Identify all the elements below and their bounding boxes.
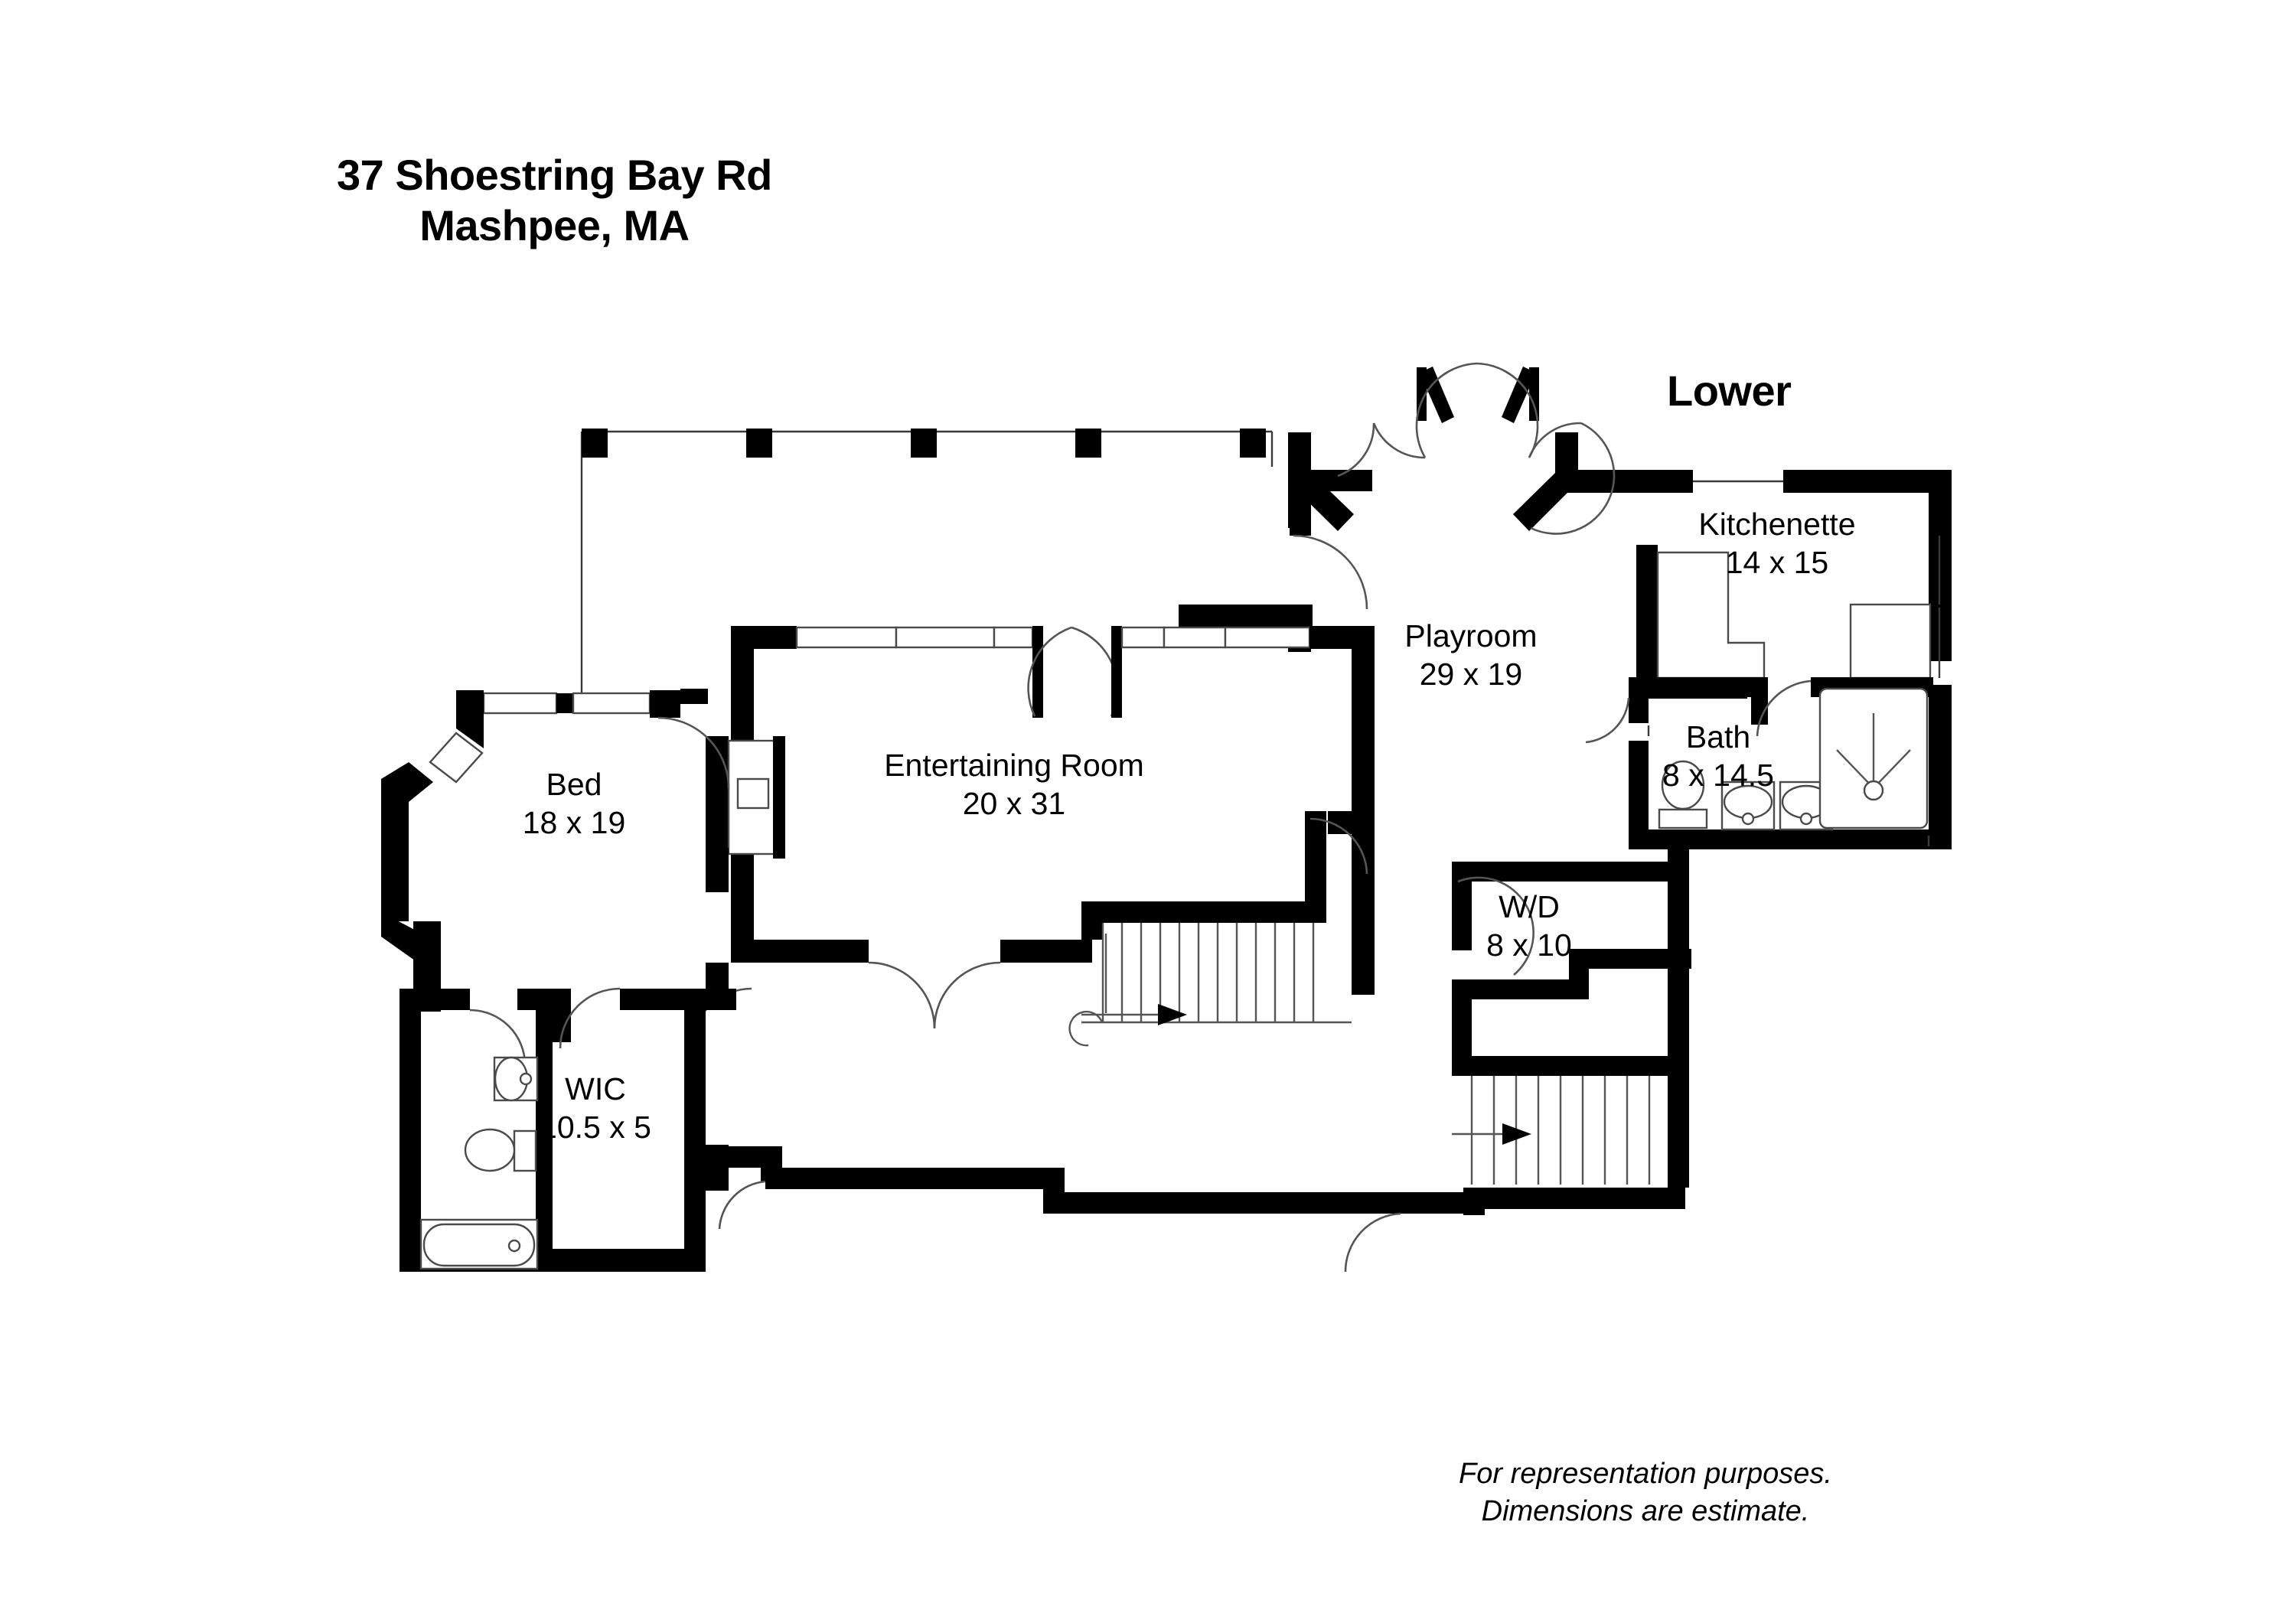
room-label-wic: WIC 10.5 x 5: [540, 1070, 651, 1146]
address-line-2: Mashpee, MA: [419, 201, 690, 250]
corridor-bottom-walls: [706, 1145, 1685, 1273]
entertaining-fireplace-icon: [706, 736, 785, 892]
room-dims-wd: 8 x 10: [1486, 927, 1572, 963]
room-dims-wic: 10.5 x 5: [540, 1110, 651, 1146]
room-dims-kitchenette: 14 x 15: [1725, 545, 1829, 581]
side-staircase: [1452, 1076, 1689, 1188]
room-label-bed: Bed 18 x 19: [523, 765, 626, 842]
room-label-kitchenette: Kitchenette 14 x 15: [1698, 505, 1855, 582]
entertaining-window-left: [795, 626, 1034, 649]
room-label-entertaining: Entertaining Room 20 x 31: [884, 746, 1144, 823]
main-staircase: [1068, 901, 1352, 1047]
disclaimer-line-2: Dimensions are estimate.: [1481, 1494, 1810, 1527]
bedroom-window-top: [482, 692, 651, 715]
entertaining-window-right: [1120, 626, 1311, 649]
room-label-playroom: Playroom 29 x 19: [1404, 617, 1537, 693]
deck-outline: [580, 430, 1274, 698]
room-dims-bath: 8 x 14.5: [1662, 758, 1774, 794]
room-name-kitchenette: Kitchenette: [1698, 507, 1856, 542]
disclaimer-text: For representation purposes. Dimensions …: [1370, 1455, 1921, 1530]
room-name-bed: Bed: [546, 767, 602, 802]
wic-bath-toilet-icon: [464, 1128, 537, 1172]
bath-toilet-icon: [1658, 760, 1708, 829]
deck-posts: [582, 429, 1266, 458]
room-dims-playroom: 29 x 19: [1419, 657, 1523, 693]
kitchenette-counter-right: [1849, 603, 1932, 680]
disclaimer-line-1: For representation purposes.: [1459, 1458, 1832, 1490]
wic-bath-tub-icon: [419, 1218, 539, 1270]
floor-level-title: Lower: [1667, 367, 1792, 415]
room-name-playroom: Playroom: [1404, 618, 1538, 653]
playroom-left-wall: [1179, 490, 1368, 652]
wic-bath-sink-icon: [493, 1056, 539, 1102]
entertaining-room-walls: [731, 626, 1375, 1029]
property-address: 37 Shoestring Bay Rd Mashpee, MA: [337, 150, 772, 251]
room-label-wd: W/D 8 x 10: [1486, 888, 1572, 964]
address-line-1: 37 Shoestring Bay Rd: [337, 151, 772, 199]
wd-room-walls: [1452, 849, 1691, 1079]
room-label-bath: Bath 8 x 14.5: [1662, 718, 1774, 794]
misc-partitions: [1647, 725, 1930, 846]
bath-shower-icon: [1818, 687, 1929, 829]
bath-sink-left-icon: [1720, 781, 1776, 831]
room-name-entertaining: Entertaining Room: [884, 748, 1144, 783]
room-name-wic: WIC: [565, 1071, 626, 1106]
room-name-bath: Bath: [1685, 719, 1751, 754]
room-dims-bed: 18 x 19: [522, 805, 626, 841]
room-name-wd: W/D: [1499, 889, 1560, 924]
room-dims-entertaining: 20 x 31: [962, 786, 1066, 822]
